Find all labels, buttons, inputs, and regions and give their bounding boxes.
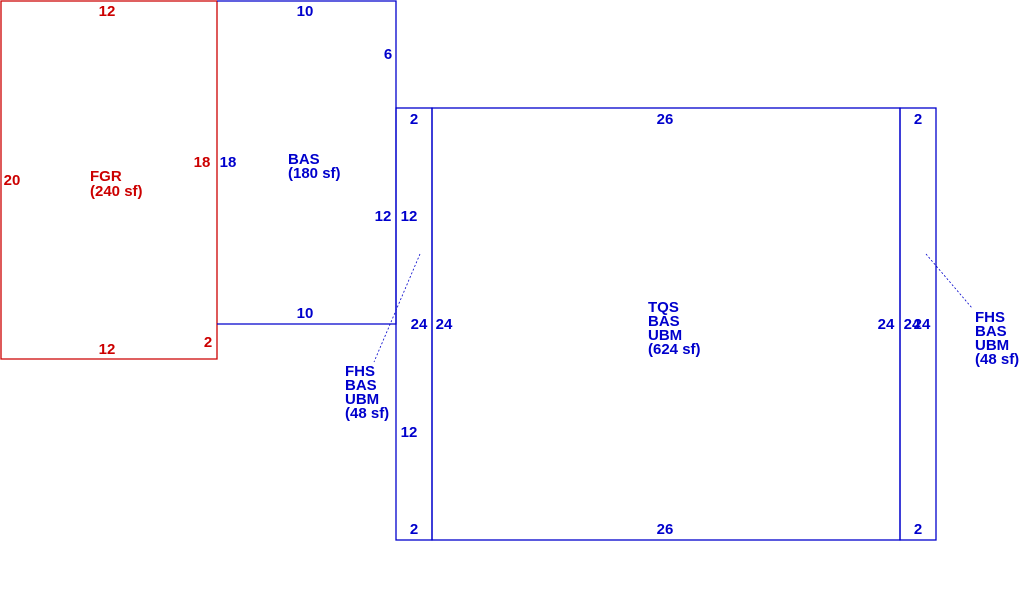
fhs-left-label-line1: FHS bbox=[345, 363, 375, 380]
tqs-dim-right: 24 bbox=[878, 316, 895, 333]
tqs-label-line1: TQS bbox=[648, 299, 679, 316]
fhs-right-label-line2: BAS bbox=[975, 323, 1007, 340]
bas-dim-bottom: 10 bbox=[297, 305, 314, 322]
tqs-label-area: (624 sf) bbox=[648, 341, 701, 358]
fhs-left-dim-left-lower: 12 bbox=[401, 424, 418, 441]
fhs-left-dim-right: 24 bbox=[411, 316, 428, 333]
fhs-left-dim-inner-upper: 12 bbox=[401, 208, 418, 225]
fhs-right-label-line3: UBM bbox=[975, 337, 1009, 354]
fhs-left-label-area: (48 sf) bbox=[345, 405, 389, 422]
tqs-dim-top: 26 bbox=[657, 111, 674, 128]
fhs-right-leader bbox=[925, 253, 973, 309]
fhs-left-label-line3: UBM bbox=[345, 391, 379, 408]
tqs-label-line3: UBM bbox=[648, 327, 682, 344]
bas-label-code: BAS bbox=[288, 151, 320, 168]
tqs-label-line2: BAS bbox=[648, 313, 680, 330]
fgr-dim-bottom: 12 bbox=[99, 341, 116, 358]
fgr-outline bbox=[0, 0, 218, 360]
tqs-dim-bottom: 26 bbox=[657, 521, 674, 538]
fhs-right-outline bbox=[899, 107, 937, 541]
fhs-right-label-line1: FHS bbox=[975, 309, 1005, 326]
fhs-right-dim-top: 2 bbox=[914, 111, 922, 128]
fhs-right-label-area: (48 sf) bbox=[975, 351, 1019, 368]
bas-dim-right-upper: 6 bbox=[384, 46, 392, 63]
fhs-left-dim-top: 2 bbox=[410, 111, 418, 128]
bas-dim-right-lower: 12 bbox=[375, 208, 392, 225]
fgr-label-area: (240 sf) bbox=[90, 183, 143, 200]
bas-dim-top: 10 bbox=[297, 3, 314, 20]
fhs-left-dim-bottom: 2 bbox=[410, 521, 418, 538]
fhs-left-leader bbox=[373, 253, 421, 363]
bas-label-area: (180 sf) bbox=[288, 165, 341, 182]
bas-dim-left: 18 bbox=[220, 154, 237, 171]
fgr-dim-left: 20 bbox=[4, 172, 21, 189]
fhs-right-dim-bottom: 2 bbox=[914, 521, 922, 538]
fgr-dim-corner: 2 bbox=[204, 334, 212, 351]
fgr-dim-right: 18 bbox=[194, 154, 211, 171]
fgr-label-code: FGR bbox=[90, 168, 122, 185]
fhs-right-dim-right: 24 bbox=[914, 316, 931, 333]
fgr-dim-top: 12 bbox=[99, 3, 116, 20]
fhs-left-label-line2: BAS bbox=[345, 377, 377, 394]
fhs-right-dim-left: 24 bbox=[904, 316, 921, 333]
tqs-dim-left: 24 bbox=[436, 316, 453, 333]
